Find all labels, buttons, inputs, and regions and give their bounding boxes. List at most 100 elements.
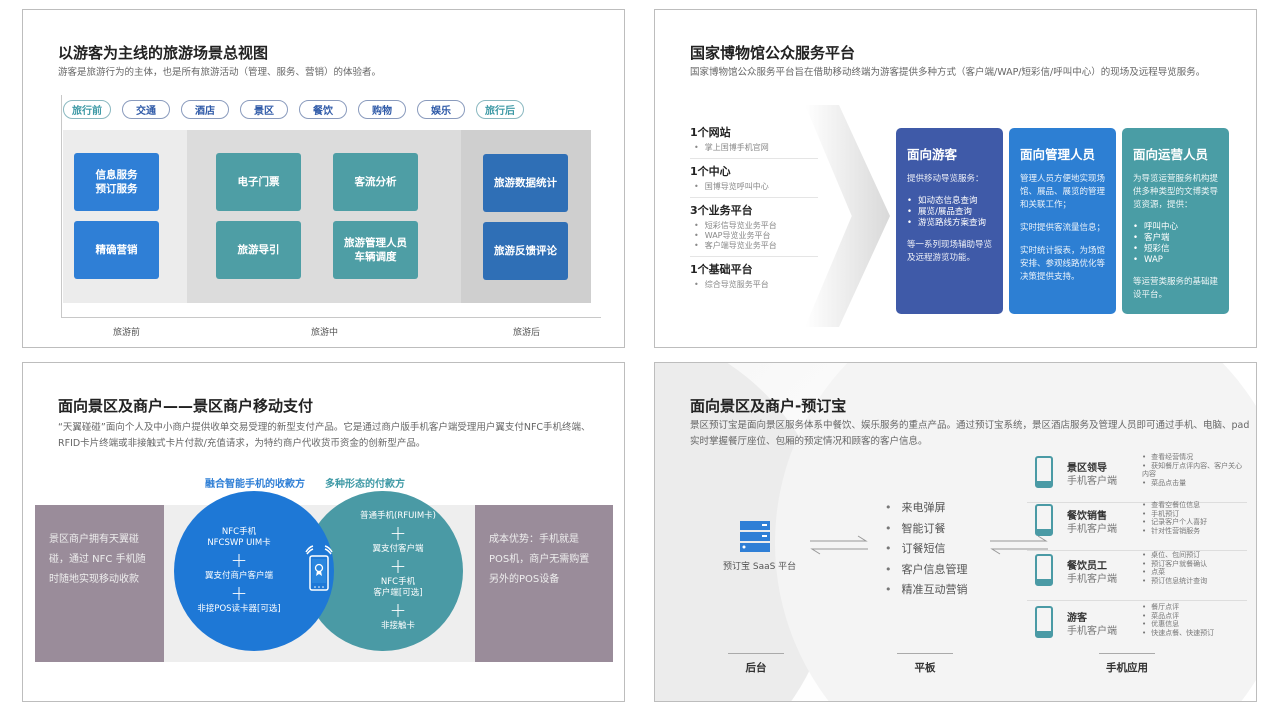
merchant-info-box: 景区商户拥有天翼碰碰，通过 NFC 手机随时随地实现移动收款	[35, 505, 164, 662]
role-name: 景区领导	[1067, 463, 1107, 474]
x-axis-line	[61, 317, 601, 318]
card-title: 面向管理人员	[1020, 147, 1096, 162]
role-item: 餐厅点评	[1142, 603, 1214, 612]
stage-pills: 旅行前 交通 酒店 景区 餐饮 购物 娱乐 旅行后	[63, 100, 524, 119]
card-visitors: 面向游客 提供移动导览服务： 如动态信息查询 展览/展品查询 游览路线方案查询 …	[896, 128, 1003, 314]
plus-icon: +	[230, 581, 248, 605]
phone-icon	[1035, 456, 1053, 488]
role-sub: 手机客户端	[1067, 524, 1117, 535]
card-list-item: 游览路线方案查询	[907, 218, 992, 229]
role-items: 查看空餐位信息 手机预订 记录客户个人喜好 针对性营销服务	[1142, 501, 1207, 535]
role-items: 餐厅点评 菜品点评 优惠信息 快速点餐、快速预订	[1142, 603, 1214, 637]
role-item: 优惠信息	[1142, 620, 1214, 629]
feature-item: 订餐短信	[885, 539, 968, 560]
role-item: 手机预订	[1142, 510, 1207, 519]
group-item: 客户端导览业务平台	[690, 241, 818, 251]
group-item: 短彩信导览业务平台	[690, 221, 818, 231]
slide-description: “天翼碰碰”面向个人及中小商户提供收单交易受理的新型支付产品。它是通过商户版手机…	[58, 422, 591, 449]
role-sub: 手机客户端	[1067, 574, 1117, 585]
slide-title: 以游客为主线的旅游场景总视图	[58, 44, 269, 62]
footer-mobile-app: 手机应用	[1099, 653, 1155, 675]
role-item: 桌位、包间预订	[1142, 551, 1207, 560]
box-precise-marketing: 精确营销	[74, 221, 159, 279]
role-sub: 手机客户端	[1067, 626, 1117, 637]
role-visitor: 游客 手机客户端 餐厅点评 菜品点评 优惠信息 快速点餐、快速预订	[1027, 603, 1247, 653]
payer-item: 非接触卡	[380, 620, 415, 631]
phase-before: 旅游前	[113, 328, 141, 338]
slide-museum-platform: 国家博物馆公众服务平台 国家博物馆公众服务平台旨在借助移动终端为游客提供多种方式…	[654, 9, 1257, 348]
phase-during: 旅游中	[311, 328, 339, 338]
payee-item: NFC手机 NFCSWP UIM卡	[207, 527, 271, 548]
payer-item: NFC手机 客户端[可选]	[373, 576, 423, 598]
role-name: 餐饮员工	[1067, 561, 1107, 572]
card-list: 如动态信息查询 展览/展品查询 游览路线方案查询	[907, 196, 992, 229]
payee-item: 非接POS读卡器[可选]	[197, 604, 281, 614]
box-data-stats: 旅游数据统计	[483, 154, 568, 212]
phone-icon	[1035, 504, 1053, 536]
plus-icon: +	[389, 520, 407, 545]
group-heading: 1个基础平台	[690, 263, 753, 276]
feature-item: 来电弹屏	[885, 498, 968, 519]
group-base-platform: 1个基础平台 综合导览服务平台	[690, 257, 818, 295]
slide-tourism-overview: 以游客为主线的旅游场景总视图 游客是旅游行为的主体，也是所有旅游活动（管理、服务…	[22, 9, 625, 348]
group-heading: 3个业务平台	[690, 204, 753, 217]
card-list-item: 短彩信	[1133, 244, 1218, 255]
plus-icon: +	[230, 548, 248, 572]
role-item: 查看经营情况	[1142, 453, 1247, 462]
slide-title: 面向景区及商户-预订宝	[690, 397, 847, 415]
pill-shopping: 购物	[358, 100, 406, 119]
bidirectional-arrow-icon	[810, 535, 868, 555]
card-list: 呼叫中心 客户端 短彩信 WAP	[1133, 222, 1218, 266]
role-item: 快速点餐、快速预订	[1142, 629, 1214, 638]
feature-list: 来电弹屏 智能订餐 订餐短信 客户信息管理 精准互动营销	[885, 498, 968, 601]
group-center: 1个中心 国博导览呼叫中心	[690, 159, 818, 198]
card-list-item: 呼叫中心	[1133, 222, 1218, 233]
slide-description: 景区预订宝是面向景区服务体系中餐饮、娱乐服务的重点产品。通过预订宝系统，景区酒店…	[690, 420, 1250, 447]
box-staff-dispatch: 旅游管理人员 车辆调度	[333, 221, 418, 279]
feature-item: 精准互动营销	[885, 580, 968, 601]
card-outro: 等运营类服务的基础建设平台。	[1133, 277, 1219, 300]
card-mid: 实时提供客流量信息；	[1020, 223, 1106, 233]
footer-tablet: 平板	[897, 653, 953, 675]
box-e-ticket: 电子门票	[216, 153, 301, 211]
y-axis-line	[61, 95, 62, 317]
group-item: 综合导览服务平台	[690, 280, 818, 290]
role-sub: 手机客户端	[1067, 476, 1117, 487]
role-item: 预订信息统计查询	[1142, 577, 1207, 586]
slide-title: 面向景区及商户——景区商户移动支付	[58, 397, 314, 415]
pill-before-trip: 旅行前	[63, 100, 111, 119]
pill-after-trip: 旅行后	[476, 100, 524, 119]
card-intro: 提供移动导览服务：	[907, 174, 984, 184]
role-scenic-leader: 景区领导 手机客户端 查看经营情况 获知餐厅点评内容、客户关心内容 菜品点击量	[1027, 453, 1247, 503]
role-items: 查看经营情况 获知餐厅点评内容、客户关心内容 菜品点击量	[1142, 453, 1247, 487]
card-list-item: 如动态信息查询	[907, 196, 992, 207]
pill-transport: 交通	[122, 100, 170, 119]
role-dining-staff: 餐饮员工 手机客户端 桌位、包间预订 预订客户就餐确认 点菜 预订信息统计查询	[1027, 551, 1247, 601]
payee-circle: NFC手机 NFCSWP UIM卡 + 翼支付商户客户端 + 非接POS读卡器[…	[174, 491, 334, 651]
box-guide: 旅游导引	[216, 221, 301, 279]
card-operators: 面向运营人员 为导览运营服务机构提供多种类型的文博类导览资源，提供： 呼叫中心 …	[1122, 128, 1229, 314]
sub-heading-payee: 融合智能手机的收款方	[205, 479, 305, 490]
slide-booking-system: 面向景区及商户-预订宝 景区预订宝是面向景区服务体系中餐饮、娱乐服务的重点产品。…	[654, 362, 1257, 702]
role-item: 记录客户个人喜好	[1142, 518, 1207, 527]
pill-dining: 餐饮	[299, 100, 347, 119]
sub-headings: 融合智能手机的收款方 多种形态的付款方	[205, 475, 405, 490]
sub-heading-payer: 多种形态的付款方	[325, 479, 405, 490]
payer-item: 普通手机(RFUIM卡)	[360, 510, 436, 521]
phase-after: 旅游后	[513, 328, 541, 338]
card-intro: 为导览运营服务机构提供多种类型的文博类导览资源，提供：	[1133, 174, 1219, 210]
platform-list: 1个网站 掌上国博手机官网 1个中心 国博导览呼叫中心 3个业务平台 短彩信导览…	[690, 120, 818, 295]
group-item: WAP导览业务平台	[690, 231, 818, 241]
slide-mobile-payment: 面向景区及商户——景区商户移动支付 “天翼碰碰”面向个人及中小商户提供收单交易受…	[22, 362, 625, 702]
box-feedback: 旅游反馈评论	[483, 222, 568, 280]
slide-description: 游客是旅游行为的主体，也是所有旅游活动（管理、服务、营销）的体验者。	[58, 67, 382, 78]
card-managers: 面向管理人员 管理人员方便地实现场馆、展品、展览的管理和关联工作； 实时提供客流…	[1009, 128, 1116, 314]
cost-advantage-box: 成本优势：手机就是POS机，商户无需购置另外的POS设备	[475, 505, 613, 662]
group-heading: 1个中心	[690, 165, 731, 178]
group-business-platforms: 3个业务平台 短彩信导览业务平台 WAP导览业务平台 客户端导览业务平台	[690, 198, 818, 257]
payee-item: 翼支付商户客户端	[204, 571, 273, 581]
group-item: 掌上国博手机官网	[690, 143, 818, 153]
server-icon	[740, 521, 770, 552]
card-outro: 等一系列现场辅助导览及远程游览功能。	[907, 240, 993, 263]
role-item: 点菜	[1142, 568, 1207, 577]
